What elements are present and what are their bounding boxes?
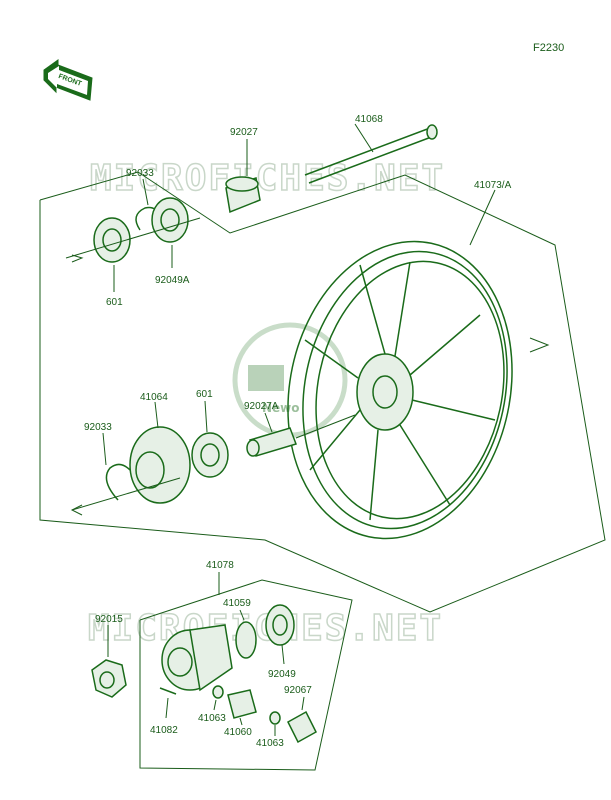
label-92027a: 92027A <box>244 401 279 412</box>
collar-92027a <box>246 412 297 457</box>
guide-arrow-top <box>71 254 84 263</box>
watermark-badge: Newo <box>232 322 348 438</box>
label-41073a: 41073/A <box>474 180 512 191</box>
label-41060: 41060 <box>224 727 252 738</box>
gear-41059 <box>235 609 257 659</box>
label-92049a: 92049A <box>155 275 190 286</box>
label-41068: 41068 <box>355 114 383 125</box>
label-92015: 92015 <box>95 614 123 625</box>
watermark-badge-text: Newo <box>262 401 300 415</box>
seal-92049a <box>151 197 189 268</box>
label-41059: 41059 <box>223 598 251 609</box>
bushing-92067 <box>287 696 317 744</box>
guide-arrow-right <box>529 337 550 353</box>
watermark-text-bottom: MICROFICHES.NET <box>88 608 443 649</box>
gear-housing <box>161 624 233 692</box>
label-41063-a: 41063 <box>198 713 226 724</box>
pin-41082 <box>159 687 177 719</box>
label-41064: 41064 <box>140 392 168 403</box>
seal-92049 <box>265 604 295 665</box>
axle-41068 <box>304 123 438 184</box>
gear-41064 <box>129 401 191 504</box>
label-41082: 41082 <box>150 725 178 736</box>
circlip-92033-mid <box>102 432 131 501</box>
label-41078: 41078 <box>206 560 234 571</box>
bearing-601-mid <box>191 400 229 478</box>
wheel-41073a <box>287 189 513 540</box>
guide-line-mid <box>71 477 181 511</box>
collar-92027 <box>225 139 261 214</box>
label-92033-mid: 92033 <box>84 422 112 433</box>
speedo-outline <box>139 579 353 771</box>
washer-41063-b <box>269 711 281 736</box>
figure-code: F2230 <box>533 42 564 54</box>
label-92027: 92027 <box>230 127 258 138</box>
guide-line-top <box>65 217 201 259</box>
washer-41063-a <box>212 685 224 711</box>
assembly-outline <box>39 171 606 613</box>
label-92067: 92067 <box>284 685 312 696</box>
label-92033-top: 92033 <box>126 168 154 179</box>
bearing-601-top <box>93 217 131 292</box>
label-41063-b: 41063 <box>256 738 284 749</box>
label-601-top: 601 <box>106 297 123 308</box>
pinion-41060 <box>227 689 257 726</box>
label-601-mid: 601 <box>196 389 213 400</box>
axle-line <box>295 414 356 439</box>
label-92049: 92049 <box>268 669 296 680</box>
front-arrow-icon: FRONT <box>43 59 93 101</box>
nut-92015 <box>91 625 127 698</box>
